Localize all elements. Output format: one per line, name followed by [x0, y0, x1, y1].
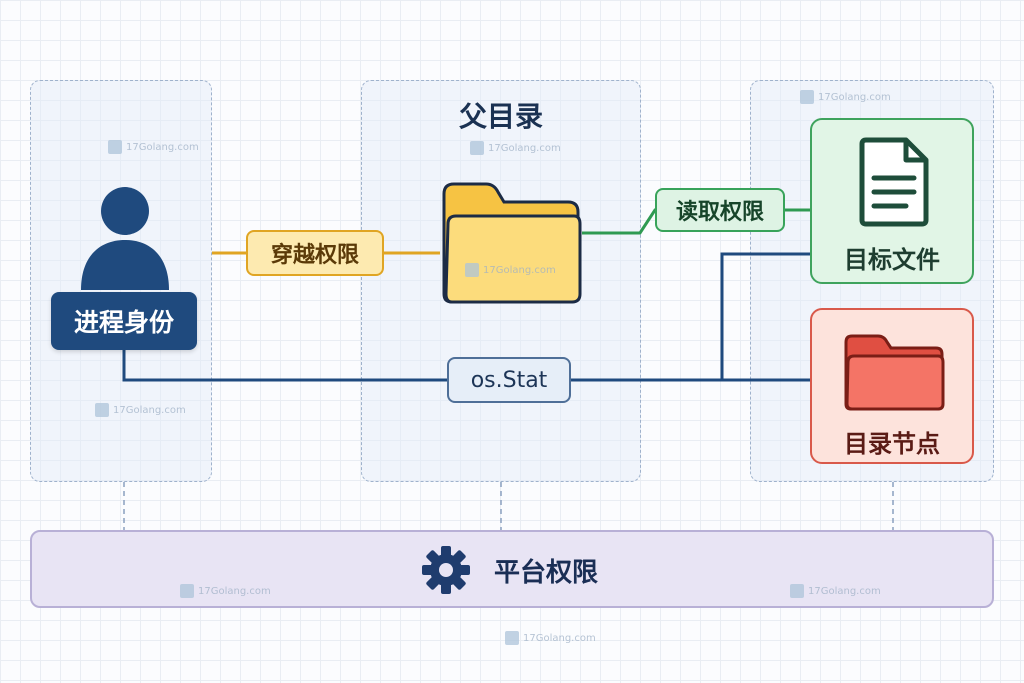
dir-node-card: 目录节点 — [810, 308, 974, 464]
watermark: 17Golang.com — [465, 263, 556, 277]
watermark: 17Golang.com — [108, 140, 199, 154]
parent-dir-title: 父目录 — [458, 100, 543, 133]
dir-node-folder-icon — [844, 334, 945, 411]
watermark: 17Golang.com — [800, 90, 891, 104]
file-icon — [859, 137, 929, 227]
watermark: 17Golang.com — [505, 631, 596, 645]
watermark: 17Golang.com — [95, 403, 186, 417]
read-permission-label: 读取权限 — [655, 188, 785, 232]
platform-permission-label: 平台权限 — [494, 558, 599, 588]
traverse-permission-label: 穿越权限 — [246, 230, 384, 276]
folder-icon — [442, 182, 582, 304]
watermark: 17Golang.com — [180, 584, 271, 598]
watermark: 17Golang.com — [790, 584, 881, 598]
os-stat-label: os.Stat — [447, 357, 571, 403]
watermark: 17Golang.com — [470, 141, 561, 155]
process-identity-label: 进程身份 — [51, 292, 197, 350]
stat-connector — [122, 350, 810, 382]
target-file-card: 目标文件 — [810, 118, 974, 284]
gear-icon — [422, 546, 470, 594]
user-icon — [81, 187, 169, 290]
target-file-label: 目标文件 — [844, 246, 940, 274]
dir-node-label: 目录节点 — [844, 430, 940, 458]
stat-branch-connector — [720, 252, 810, 380]
